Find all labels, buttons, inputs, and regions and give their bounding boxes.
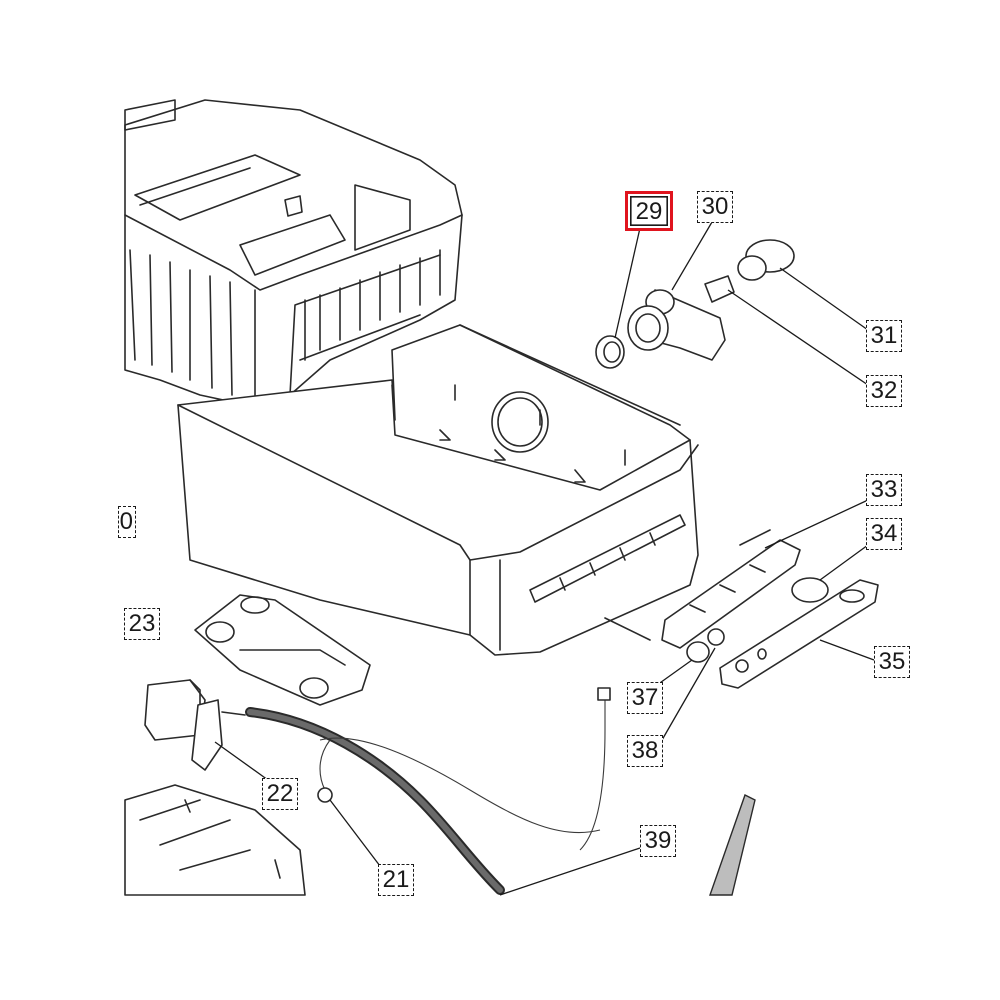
callout-partial-left[interactable]: 0 [118,506,136,538]
part-23-bracket [194,594,371,706]
callout-34-text: 34 [870,520,898,547]
callout-34[interactable]: 34 [866,518,902,550]
callout-21-text: 21 [382,866,410,893]
wheel [124,784,306,896]
callout-38[interactable]: 38 [627,735,663,767]
callout-29-text: 29 [635,198,663,225]
callout-31-text: 31 [870,322,898,349]
callout-22[interactable]: 22 [262,778,298,810]
callout-35[interactable]: 35 [874,646,910,678]
part-31-bulb [737,239,795,281]
callout-33[interactable]: 33 [866,474,902,506]
callout-21[interactable]: 21 [378,864,414,896]
lower-housing [177,324,699,656]
callout-23[interactable]: 23 [124,608,160,640]
callout-35-text: 35 [878,648,906,675]
callout-31[interactable]: 31 [866,320,902,352]
part-34-button [791,577,829,603]
callout-33-text: 33 [870,476,898,503]
callout-37[interactable]: 37 [627,682,663,714]
belt-segment [709,794,756,896]
callout-39-text: 39 [644,827,672,854]
callout-partial-text: 0 [119,508,133,535]
callout-32-text: 32 [870,377,898,404]
part-29-ring [595,335,625,369]
upper-housing [124,99,463,411]
part-21-sensor [317,739,333,803]
callout-30[interactable]: 30 [697,191,733,223]
callout-30-text: 30 [701,193,729,220]
part-39-tube [245,687,611,895]
part-30-socket [627,289,726,361]
callout-29[interactable]: 29 [625,191,673,231]
callout-39[interactable]: 39 [640,825,676,857]
part-35-cover [719,579,879,689]
part-22-motor [144,679,246,771]
leader-lines [214,221,875,896]
callout-23-text: 23 [128,610,156,637]
part-33-lens [604,529,801,649]
callout-38-text: 38 [631,737,659,764]
part-38-knob [707,628,725,646]
callout-37-text: 37 [631,684,659,711]
part-32-bulb [704,275,735,303]
callout-32[interactable]: 32 [866,375,902,407]
part-37-knob [686,641,710,663]
callout-22-text: 22 [266,780,294,807]
